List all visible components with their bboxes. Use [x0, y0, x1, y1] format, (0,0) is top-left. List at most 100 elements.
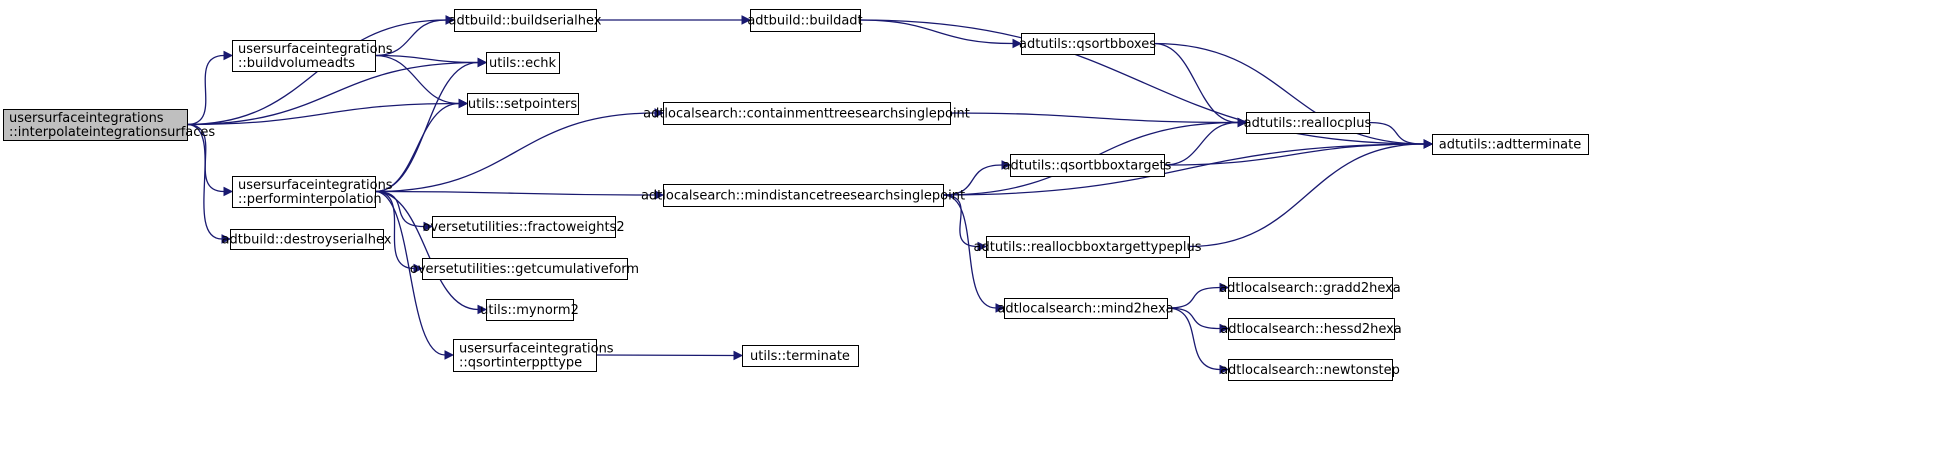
node-buildvolumeadts[interactable]: usersurfaceintegrations::buildvolumeadts — [232, 40, 393, 72]
edge-line — [374, 102, 460, 193]
node-mindistance[interactable]: adtlocalsearch::mindistancetreesearchsin… — [641, 184, 965, 207]
node-getcumulativeform[interactable]: oversetutilities::getcumulativeform — [410, 258, 639, 280]
edge-line — [374, 190, 415, 270]
arrowhead — [445, 15, 456, 25]
node-box — [742, 345, 859, 367]
node-box — [422, 258, 628, 280]
edge-line — [374, 190, 425, 228]
edge-mind2hexa-to-newtonstep — [1166, 307, 1230, 375]
node-fractoweights2[interactable]: oversetutilities::fractoweights2 — [422, 216, 625, 238]
node-box — [230, 229, 384, 250]
edge-buildserialhex-to-buildadt — [596, 15, 752, 25]
arrowhead — [1237, 117, 1248, 128]
edge-performinterpolation-to-mynorm2 — [374, 190, 488, 315]
arrowhead — [1001, 160, 1012, 170]
node-performinterpolation[interactable]: usersurfaceintegrations::performinterpol… — [232, 176, 393, 208]
node-label: adtlocalsearch::newtonstep — [1220, 363, 1400, 378]
node-box — [232, 40, 376, 72]
nodes-layer: usersurfaceintegrations::interpolateinte… — [3, 9, 1589, 381]
edge-line — [1166, 307, 1221, 371]
node-buildadt[interactable]: adtbuild::buildadt — [747, 9, 863, 32]
node-label: utils::setpointers — [468, 97, 577, 112]
node-gradd2hexa[interactable]: adtlocalsearch::gradd2hexa — [1219, 277, 1401, 299]
edge-performinterpolation-to-echk — [374, 57, 488, 193]
node-mind2hexa[interactable]: adtlocalsearch::mind2hexa — [997, 298, 1174, 319]
edge-line — [942, 194, 997, 309]
arrowhead — [413, 263, 424, 274]
node-label: oversetutilities::fractoweights2 — [422, 220, 624, 235]
edge-performinterpolation-to-containment — [374, 108, 665, 193]
node-box — [663, 184, 944, 207]
node-buildserialhex[interactable]: adtbuild::buildserialhex — [448, 9, 602, 32]
node-box — [467, 93, 579, 115]
node-label: usersurfaceintegrations — [238, 42, 393, 57]
node-label: adtbuild::destroyserialhex — [222, 233, 392, 248]
node-box — [663, 102, 951, 125]
arrowhead — [1219, 282, 1230, 293]
node-box — [1004, 298, 1168, 319]
edge-line — [186, 54, 225, 126]
node-box — [1432, 134, 1589, 155]
arrowhead — [741, 15, 752, 25]
node-box — [750, 9, 861, 32]
arrowhead — [221, 234, 232, 244]
edge-line — [374, 112, 656, 193]
node-label: oversetutilities::getcumulativeform — [410, 262, 639, 277]
edge-root-to-buildvolumeadts — [186, 50, 234, 126]
edge-line — [942, 143, 1425, 196]
node-terminate[interactable]: utils::terminate — [742, 345, 859, 367]
node-label: adtlocalsearch::mind2hexa — [997, 302, 1173, 317]
node-mynorm2[interactable]: utils::mynorm2 — [480, 299, 579, 321]
arrowhead — [477, 57, 488, 68]
node-box — [454, 9, 597, 32]
node-hessd2hexa[interactable]: adtlocalsearch::hessd2hexa — [1220, 318, 1402, 340]
node-adtterminate[interactable]: adtutils::adtterminate — [1432, 134, 1589, 155]
node-label: utils::mynorm2 — [480, 303, 579, 318]
node-destroyserialhex[interactable]: adtbuild::destroyserialhex — [222, 229, 392, 250]
edge-line — [374, 19, 447, 57]
node-setpointers[interactable]: utils::setpointers — [467, 93, 579, 115]
edge-line — [942, 194, 979, 248]
edge-qsortbboxes-to-reallocplus — [1153, 42, 1248, 128]
edge-mind2hexa-to-gradd2hexa — [1166, 282, 1230, 309]
edge-line — [859, 19, 1425, 145]
node-qsortinterppttype[interactable]: usersurfaceintegrations::qsortinterpptty… — [453, 339, 614, 372]
arrowhead — [223, 50, 234, 61]
edge-line — [374, 54, 460, 105]
edge-line — [374, 190, 656, 196]
edge-line — [859, 19, 1014, 45]
arrowhead — [1219, 364, 1230, 375]
edge-line — [186, 102, 460, 126]
edge-line — [374, 61, 479, 193]
arrowhead — [654, 108, 665, 118]
edge-mindistance-to-qsortbboxtargets — [942, 160, 1012, 196]
node-label: adtlocalsearch::containmenttreesearchsin… — [643, 107, 970, 122]
edge-performinterpolation-to-mindistance — [374, 190, 665, 200]
node-qsortbboxtargets[interactable]: adtutils::qsortbboxtargets — [1003, 154, 1172, 177]
arrowhead — [458, 98, 469, 109]
node-box — [1228, 318, 1395, 340]
edge-line — [1153, 42, 1239, 124]
node-box — [1021, 33, 1155, 55]
edge-performinterpolation-to-qsortinterppttype — [374, 190, 455, 360]
edge-line — [1163, 121, 1239, 166]
edge-mindistance-to-mind2hexa — [942, 194, 1006, 313]
node-echk[interactable]: utils::echk — [486, 52, 560, 74]
node-label: ::qsortinterppttype — [459, 356, 582, 371]
node-label: usersurfaceintegrations — [238, 178, 393, 193]
edge-line — [942, 164, 1003, 196]
node-newtonstep[interactable]: adtlocalsearch::newtonstep — [1220, 359, 1400, 381]
node-box — [986, 236, 1190, 258]
node-label: ::buildvolumeadts — [238, 56, 355, 71]
edge-line — [1166, 307, 1221, 330]
edge-line — [1163, 143, 1425, 166]
node-containment[interactable]: adtlocalsearch::containmenttreesearchsin… — [643, 102, 970, 125]
node-box — [453, 339, 597, 372]
node-label: adtlocalsearch::hessd2hexa — [1220, 322, 1402, 337]
edge-line — [1166, 286, 1221, 309]
node-root[interactable]: usersurfaceintegrations::interpolateinte… — [3, 109, 216, 141]
node-reallocplus[interactable]: adtutils::reallocplus — [1244, 112, 1372, 134]
arrowhead — [223, 186, 234, 197]
node-reallocbboxtargettypeplus[interactable]: adtutils::reallocbboxtargettypeplus — [974, 236, 1202, 258]
node-qsortbboxes[interactable]: adtutils::qsortbboxes — [1019, 33, 1156, 55]
